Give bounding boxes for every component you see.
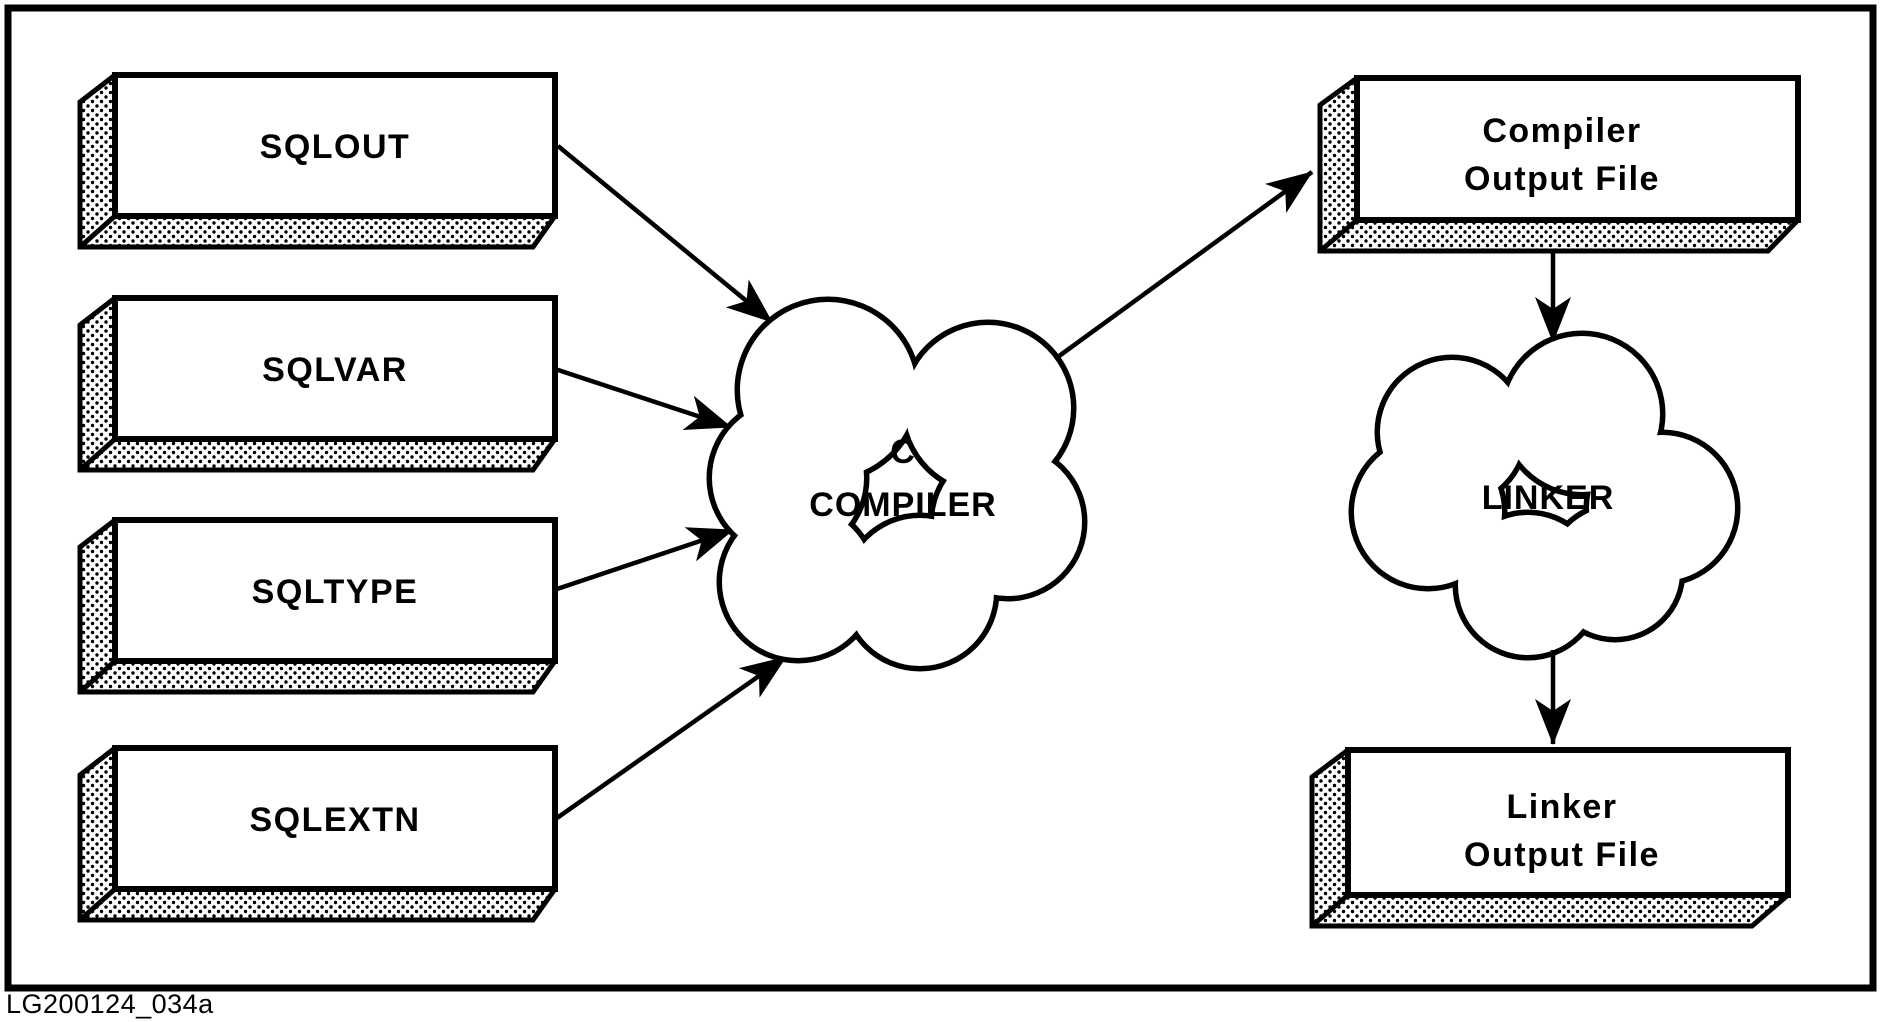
compiler-output-box-shadow-seam xyxy=(1318,218,1359,253)
compiler-output-label-line1: Compiler xyxy=(1482,112,1641,150)
linker-output-label-line1: Linker xyxy=(1506,788,1617,826)
sqlout-box: SQLOUT xyxy=(77,72,558,250)
c-compiler-label-line1: C xyxy=(890,433,916,471)
sqlvar-box-shadow-seam xyxy=(78,437,117,472)
sqlout-label: SQLOUT xyxy=(260,128,411,166)
sqlvar-box: SQLVAR xyxy=(77,295,558,473)
linker-cloud: LINKER xyxy=(1348,330,1741,661)
cloud-lobe-fill xyxy=(846,518,994,666)
linker-output-box-face xyxy=(1345,747,1791,898)
c-compiler-cloud-body xyxy=(712,302,1082,666)
sqlextn-label: SQLEXTN xyxy=(249,801,420,839)
cloud-lobe-fill xyxy=(1458,515,1598,655)
c-compiler-cloud: C COMPILER xyxy=(706,296,1088,672)
compiler-output-box-face xyxy=(1354,75,1801,223)
linker-cloud-body xyxy=(1354,336,1735,655)
figure-id-caption: LG200124_034a xyxy=(6,989,214,1019)
cloud-lobe-fill xyxy=(905,325,1071,491)
diagram-frame xyxy=(4,4,1877,992)
sqlextn-box-face xyxy=(112,745,558,892)
sqlextn-box-shadow-seam xyxy=(78,887,117,922)
cloud-lobe-fill xyxy=(1354,438,1502,586)
sqlvar-box-face xyxy=(112,295,558,442)
sqlout-box-face xyxy=(112,72,558,219)
sqltype-box: SQLTYPE xyxy=(77,517,558,695)
arrow-compiler-to-output xyxy=(1053,170,1314,361)
linker-output-box-shadow-seam xyxy=(1310,893,1350,928)
sqltype-box-shadow-seam xyxy=(78,659,117,694)
c-compiler-label-line2: COMPILER xyxy=(809,486,996,524)
sqltype-label: SQLTYPE xyxy=(252,573,419,611)
arrow-sqlout-to-compiler xyxy=(556,144,774,324)
arrow-sqlvar-to-compiler xyxy=(554,366,732,431)
arrow-sqlextn-to-compiler xyxy=(555,655,788,820)
linker-cloud-label: LINKER xyxy=(1482,479,1615,517)
arrow-sqltype-to-compiler xyxy=(556,527,734,592)
cloud-lobe-fill xyxy=(712,402,864,554)
sqlout-box-shadow-seam xyxy=(78,214,117,249)
sqlvar-label: SQLVAR xyxy=(262,351,408,389)
linker-output-label-line2: Output File xyxy=(1464,836,1660,874)
sqltype-box-face xyxy=(112,517,558,664)
sqlextn-box: SQLEXTN xyxy=(77,745,558,923)
compiler-output-label-line2: Output File xyxy=(1464,160,1660,198)
compiler-output-file-box: Compiler Output File xyxy=(1317,75,1801,254)
linker-output-file-box: Linker Output File xyxy=(1309,747,1791,929)
